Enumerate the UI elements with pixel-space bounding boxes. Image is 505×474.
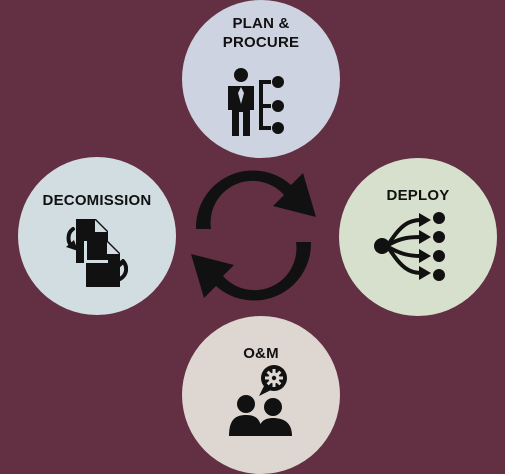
- node-plan-label-line-2: PROCURE: [222, 34, 300, 51]
- node-plan-label-line-1: PLAN &: [232, 15, 290, 32]
- node-deploy: DEPLOY: [339, 158, 497, 316]
- cycle-arrows-icon: [191, 170, 316, 301]
- node-plan-procure: PLAN & PROCURE: [182, 0, 340, 158]
- node-om-label-line-1: O&M: [243, 345, 279, 362]
- distribution-flow-icon: [374, 212, 445, 281]
- file-transfer-icon: [66, 219, 128, 287]
- node-decommission: DECOMISSION: [18, 157, 176, 315]
- node-deploy-label-line-1: DEPLOY: [386, 187, 450, 204]
- node-plan-procure-label: PLAN & PROCURE: [182, 14, 340, 52]
- node-om: O&M: [182, 316, 340, 474]
- node-decommission-label-line-1: DECOMISSION: [42, 192, 152, 209]
- node-deploy-label: DEPLOY: [339, 186, 497, 205]
- person-hierarchy-icon: [228, 68, 284, 136]
- node-om-label: O&M: [182, 344, 340, 363]
- node-decommission-label: DECOMISSION: [18, 191, 176, 210]
- team-support-gear-icon: [229, 365, 292, 436]
